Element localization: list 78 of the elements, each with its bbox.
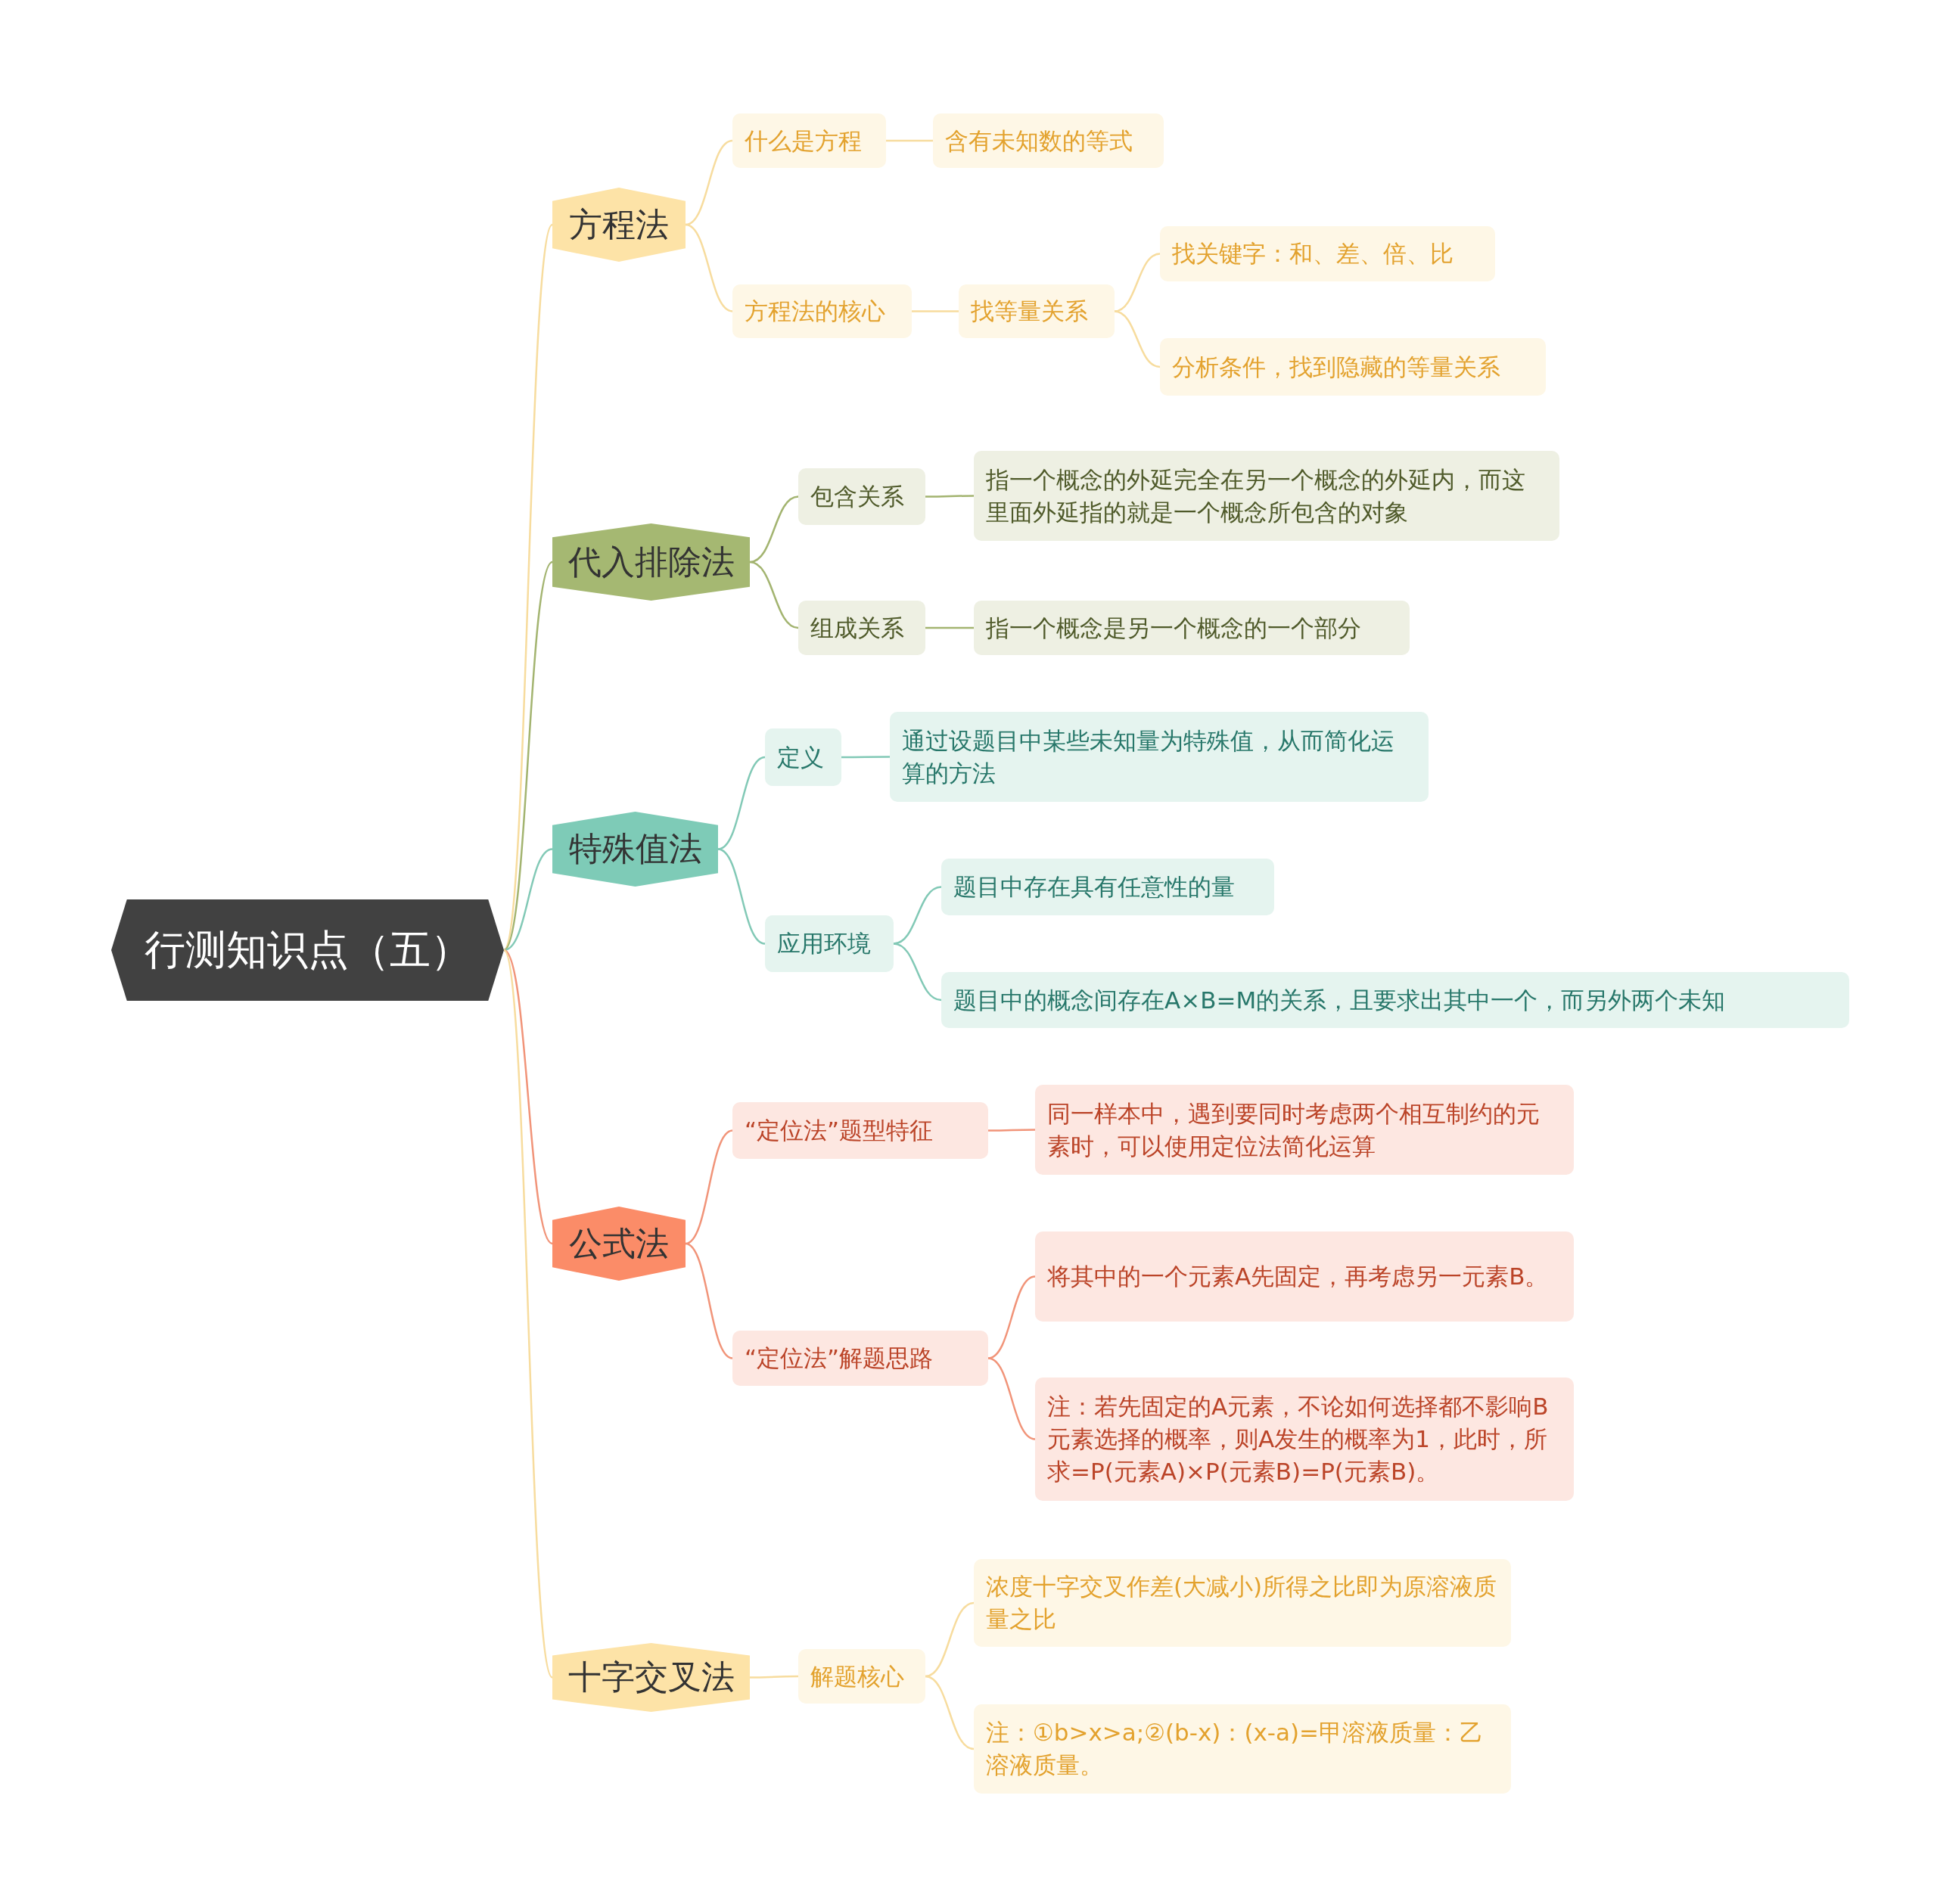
- node-text: 解题核心: [810, 1661, 904, 1691]
- node-text: 将其中的一个元素A先固定，再考虑另一元素B。: [1047, 1262, 1549, 1292]
- note-box: [941, 972, 1849, 1028]
- subtopic-box: [732, 1102, 988, 1159]
- branch-line: [749, 561, 799, 629]
- node-text: 分析条件，找到隐藏的等量关系: [1172, 352, 1500, 382]
- node-text: 注：若先固定的A元素，不论如何选择都不影响B元素选择的概率，则A发生的概率为1，此时，所求=P(元素A)×P(元素B)=P(元素B)。: [1047, 1392, 1550, 1486]
- node-text: 方程法的核心: [745, 297, 885, 327]
- branch-line: [503, 561, 553, 951]
- subtopic-box: [732, 284, 912, 338]
- branch-line: [988, 1129, 1035, 1132]
- branch-line: [503, 848, 553, 952]
- branch-line: [1114, 253, 1161, 312]
- branch-line: [750, 1675, 798, 1679]
- note-box: [1035, 1378, 1574, 1501]
- subtopic-box: [765, 728, 841, 786]
- subtopic-box: [765, 915, 894, 972]
- node-text: 特殊值法: [568, 828, 702, 870]
- node-text: “定位法”题型特征: [745, 1116, 934, 1146]
- node-text: 组成关系: [810, 613, 904, 643]
- branch-line: [925, 495, 974, 498]
- node-text: 题目中的概念间存在A×B=M的关系，且要求出其中一个，而另外两个未知: [953, 985, 1726, 1015]
- node-text: 浓度十字交叉作差(大减小)所得之比即为原溶液质量之比: [986, 1572, 1498, 1634]
- note-box: [974, 451, 1559, 541]
- branch-line: [685, 1242, 733, 1359]
- note-box: [1160, 338, 1546, 396]
- subtopic-box: [798, 468, 925, 525]
- note-box: [1035, 1232, 1574, 1322]
- branch-line: [717, 756, 766, 850]
- node-text: 指一个概念的外延完全在另一个概念的外延内，而这里面外延指的就是一个概念所包含的对象: [986, 464, 1526, 527]
- branch-line: [685, 1129, 733, 1245]
- note-box: [941, 859, 1274, 915]
- subtopic-box: [798, 601, 925, 655]
- note-box: [974, 1704, 1511, 1794]
- node-text: 找等量关系: [971, 297, 1088, 327]
- node-text: 公式法: [569, 1222, 669, 1264]
- note-box: [933, 113, 1164, 168]
- branch-line: [502, 224, 554, 951]
- branch-line: [893, 943, 942, 1002]
- node-text: 代入排除法: [567, 541, 735, 582]
- branch-line: [841, 756, 890, 759]
- branch-line: [925, 1601, 975, 1678]
- subtopic-box: [732, 113, 886, 168]
- node-text: 同一样本中，遇到要同时考虑两个相互制约的元素时，可以使用定位法简化运算: [1047, 1098, 1541, 1161]
- node-text: “定位法”解题思路: [745, 1343, 934, 1374]
- branch-line: [1114, 310, 1161, 368]
- branch-line: [925, 626, 974, 629]
- node-text: 方程法: [569, 203, 669, 245]
- branch-line: [717, 848, 766, 945]
- node-text: 什么是方程: [745, 126, 862, 156]
- branch-line: [502, 949, 554, 1678]
- subtopic-box: [798, 1649, 925, 1704]
- node-text: 指一个概念是另一个概念的一个部分: [986, 613, 1361, 643]
- node-text: 通过设题目中某些未知量为特殊值，从而简化运算的方法: [902, 725, 1395, 788]
- note-box: [890, 712, 1429, 802]
- node-text: 行测知识点（五）: [144, 924, 471, 975]
- branch-line: [912, 310, 959, 312]
- branch-line: [893, 886, 942, 945]
- node-text: 找关键字：和、差、倍、比: [1172, 239, 1454, 269]
- note-box: [974, 601, 1410, 655]
- branch-line: [886, 139, 933, 142]
- node-text: 含有未知数的等式: [945, 126, 1133, 156]
- note-box: [974, 1559, 1511, 1647]
- branch-line: [987, 1357, 1036, 1440]
- subtopic-box: [959, 284, 1115, 338]
- node-text: 注：①b>x>a;②(b-x)：(x-a)=甲溶液质量：乙溶液质量。: [986, 1718, 1485, 1780]
- node-text: 包含关系: [810, 482, 904, 512]
- branch-line: [925, 1675, 975, 1750]
- branch-line: [749, 495, 799, 564]
- subtopic-box: [732, 1331, 988, 1386]
- note-box: [1160, 226, 1495, 281]
- note-box: [1035, 1085, 1574, 1175]
- branch-line: [685, 139, 733, 226]
- branch-line: [685, 223, 733, 312]
- node-text: 十字交叉法: [567, 1657, 735, 1698]
- node-text: 定义: [777, 742, 824, 772]
- node-text: 题目中存在具有任意性的量: [953, 872, 1235, 902]
- node-text: 应用环境: [777, 929, 871, 959]
